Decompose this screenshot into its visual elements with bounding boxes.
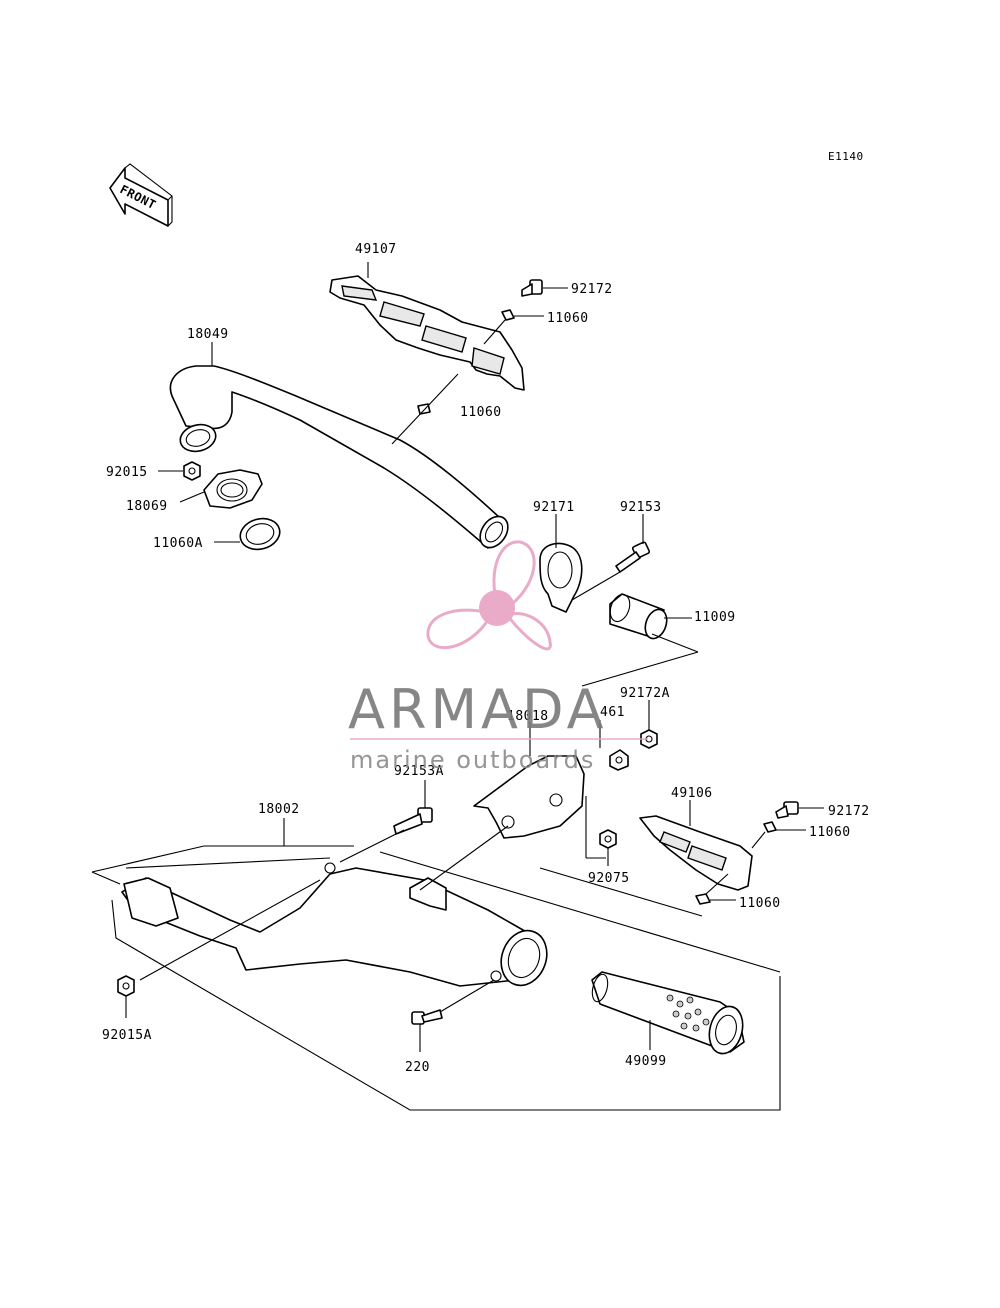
label-11009: 11009: [694, 610, 736, 625]
label-461: 461: [600, 705, 625, 720]
label-18018: 18018: [507, 709, 549, 724]
clip-11060-mid-icon: [391, 373, 459, 445]
nut-92015A-icon: [117, 879, 321, 1018]
gasket-ring-11060A: [214, 517, 281, 551]
silencer-49099: [591, 971, 745, 1055]
screw-220-icon: [411, 979, 495, 1052]
exhaust-pipe-18049: [169, 342, 509, 549]
label-18002: 18002: [258, 802, 300, 817]
label-49106: 49106: [671, 786, 713, 801]
label-92172-right: 92172: [828, 804, 870, 819]
label-92172-top: 92172: [571, 282, 613, 297]
bracket-18018: [473, 720, 606, 859]
watermark-tagline: marine outboards: [350, 746, 595, 774]
label-92153: 92153: [620, 500, 662, 515]
label-92075: 92075: [588, 871, 630, 886]
heat-guard-49106: [639, 800, 753, 891]
bolt-92153-icon: [615, 514, 651, 573]
clamp-92171: [539, 514, 621, 613]
nut-92075-icon: [599, 829, 617, 866]
front-arrow-icon: FRONT: [109, 163, 173, 227]
watermark-brand: ARMADA: [348, 678, 608, 741]
label-18049: 18049: [187, 327, 229, 342]
label-92171: 92171: [533, 500, 575, 515]
bolt-92153A-icon: [393, 780, 433, 835]
label-92015A: 92015A: [102, 1028, 152, 1043]
label-49099: 49099: [625, 1054, 667, 1069]
gasket-18069: [179, 469, 263, 509]
bolt-92172-top-icon: [521, 279, 568, 297]
label-11060-right: 11060: [809, 825, 851, 840]
label-92172A: 92172A: [620, 686, 670, 701]
washer-461-icon: [609, 749, 629, 771]
muffler-18002: [91, 818, 781, 1111]
label-11060A: 11060A: [153, 536, 203, 551]
label-220: 220: [405, 1060, 430, 1075]
armada-watermark: ARMADA marine outboards: [348, 540, 648, 774]
label-18069: 18069: [126, 499, 168, 514]
label-11060-top: 11060: [547, 311, 589, 326]
diagram-code: E1140: [828, 150, 864, 163]
sleeve-11009: [581, 593, 699, 687]
propeller-logo-icon: [426, 540, 552, 651]
clip-11060-right-icon: [751, 821, 806, 849]
label-92153A: 92153A: [394, 764, 444, 779]
nut-92015-icon: [158, 461, 201, 481]
bolt-92172-right-icon: [775, 801, 824, 819]
clip-11060-top-icon: [483, 309, 544, 345]
label-49107: 49107: [355, 242, 397, 257]
label-11060-bottom: 11060: [739, 896, 781, 911]
nut-92172A-icon: [640, 700, 658, 749]
label-92015: 92015: [106, 465, 148, 480]
heat-guard-49107: [329, 262, 525, 391]
label-11060-mid: 11060: [460, 405, 502, 420]
clip-11060-bottom-icon: [695, 873, 736, 905]
